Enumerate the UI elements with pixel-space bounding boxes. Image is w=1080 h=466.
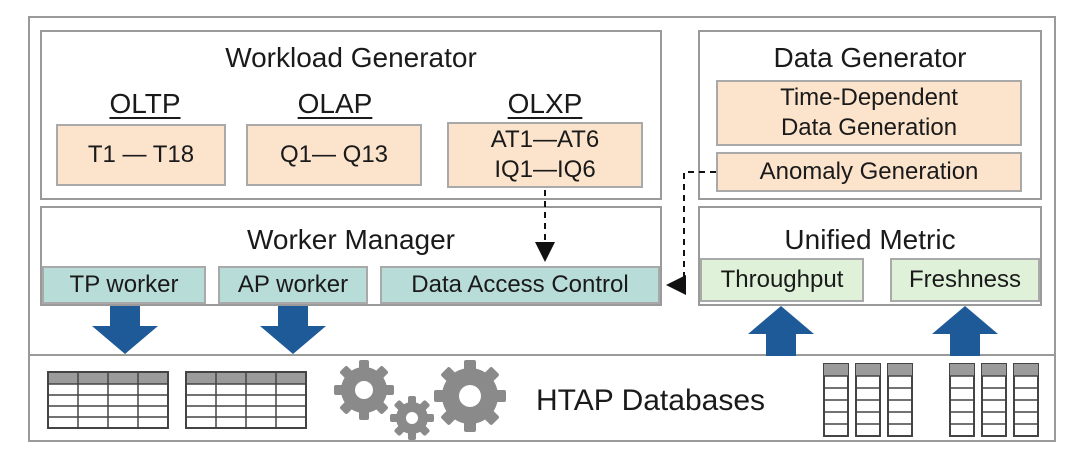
gears-icon xyxy=(334,360,506,440)
category-olap: OLAP xyxy=(297,88,373,119)
ap-worker: AP worker xyxy=(218,266,368,304)
workload-generator-title: Workload Generator xyxy=(225,42,477,73)
olxp-queries: AT1—AT6 IQ1—IQ6 xyxy=(447,122,643,188)
anomaly-generation: Anomaly Generation xyxy=(716,152,1022,192)
oltp-queries: T1 — T18 xyxy=(56,124,226,186)
tp-worker: TP worker xyxy=(42,266,206,304)
down-arrow-tp-worker xyxy=(92,306,158,354)
data-access-control: Data Access Control xyxy=(380,266,660,304)
down-arrow-ap-worker xyxy=(260,306,326,354)
row-store-table-icon xyxy=(47,371,169,429)
category-oltp: OLTP xyxy=(109,88,181,119)
row-store-table-icon xyxy=(185,371,307,429)
olap-queries: Q1— Q13 xyxy=(246,124,422,186)
data-generator-title: Data Generator xyxy=(773,42,967,73)
throughput-metric: Throughput xyxy=(700,258,864,302)
column-store-icon xyxy=(823,363,913,437)
dashed-arrow-anomaly-to-access-control xyxy=(666,171,716,295)
up-arrow-freshness xyxy=(932,306,998,356)
time-dependent-data-generation: Time-Dependent Data Generation xyxy=(716,80,1022,146)
up-arrow-throughput xyxy=(748,306,814,356)
unified-metric-title: Unified Metric xyxy=(784,224,956,255)
htap-databases-label: HTAP Databases xyxy=(536,384,765,417)
column-store-icon xyxy=(949,363,1039,437)
category-olxp: OLXP xyxy=(507,88,583,119)
freshness-metric: Freshness xyxy=(890,258,1040,302)
worker-manager-title: Worker Manager xyxy=(246,224,455,255)
